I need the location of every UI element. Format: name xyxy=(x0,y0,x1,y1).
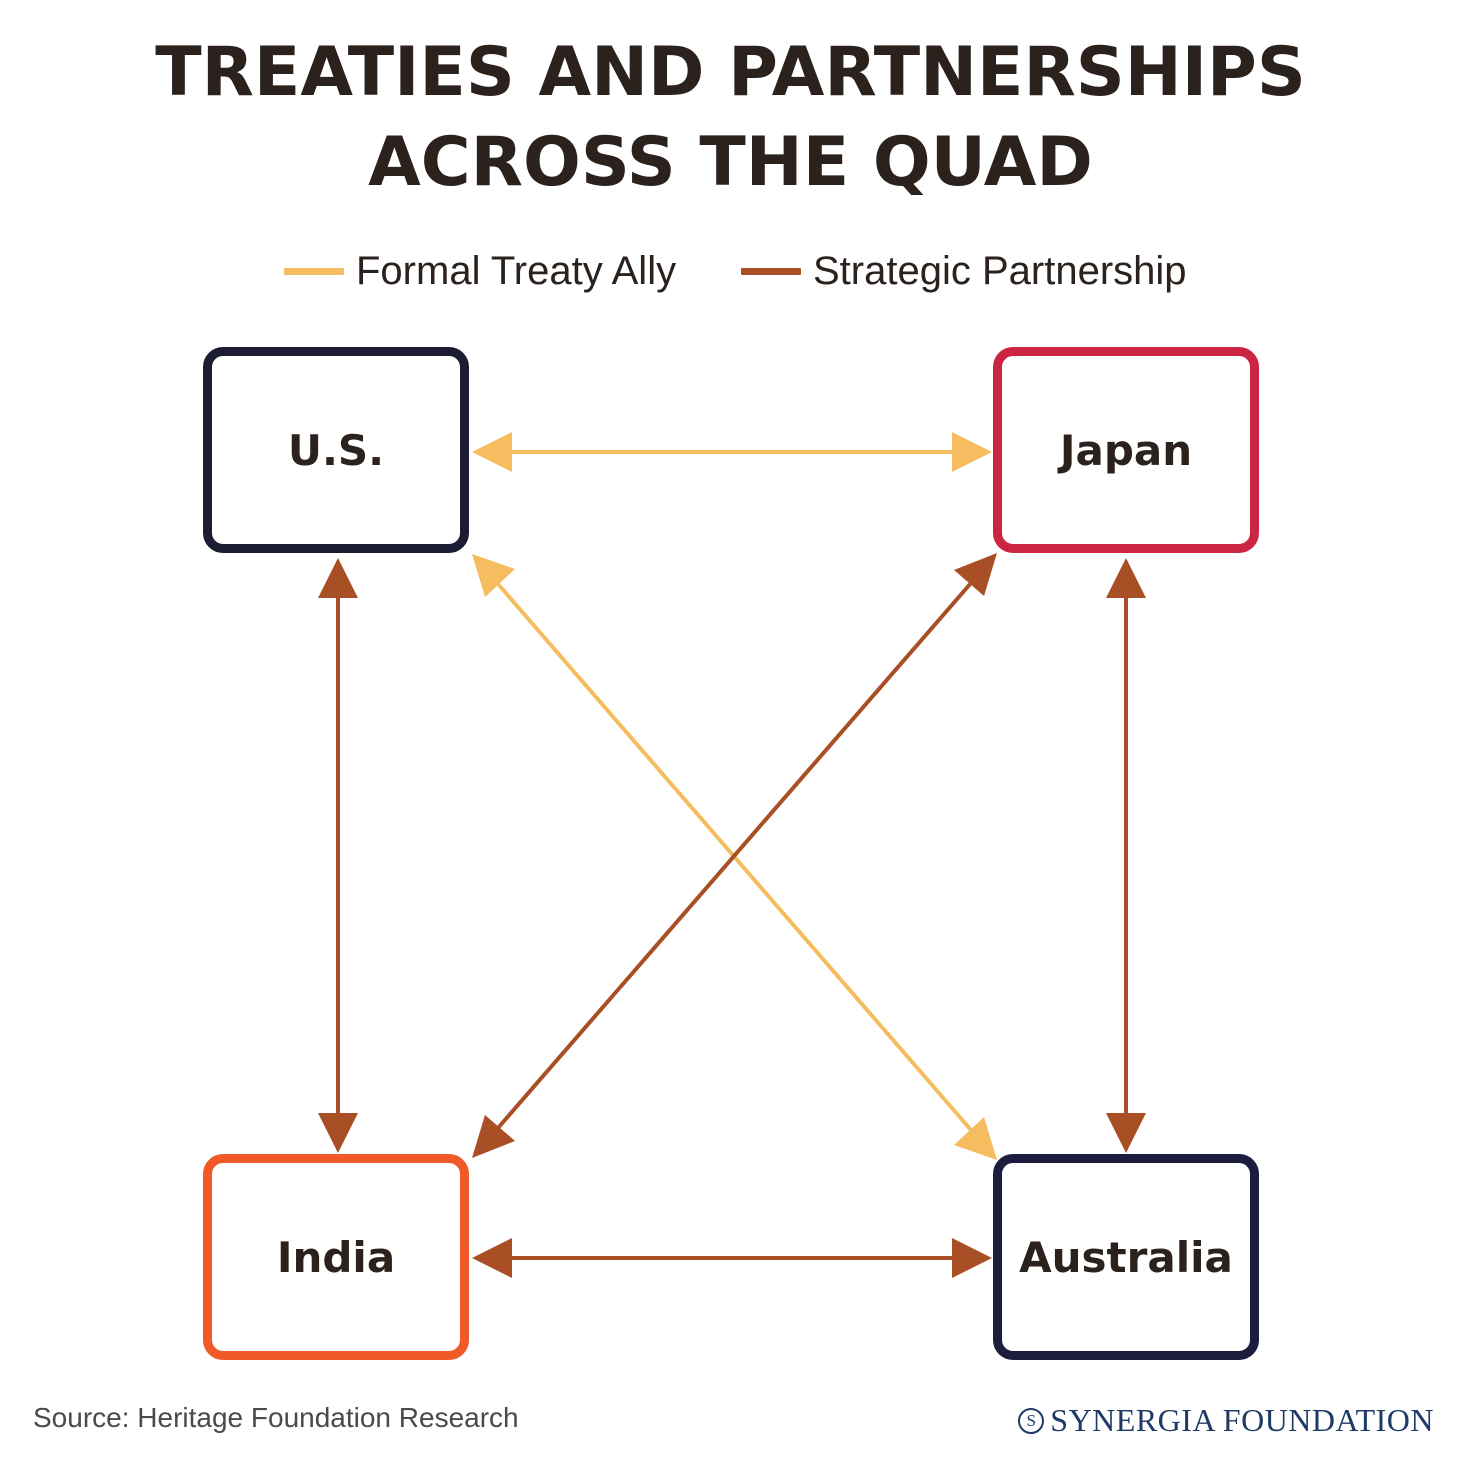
legend-item-treaty: Formal Treaty Ally xyxy=(284,246,676,296)
legend: Formal Treaty Ally Strategic Partnership xyxy=(0,246,1461,296)
source-note: Source: Heritage Foundation Research xyxy=(33,1402,519,1433)
legend-item-partnership: Strategic Partnership xyxy=(741,246,1187,296)
synergia-logo-text: SYNERGIA FOUNDATION xyxy=(1050,1402,1434,1438)
legend-label-treaty: Formal Treaty Ally xyxy=(356,248,677,293)
node-india: India xyxy=(203,1154,469,1360)
edge-us-india xyxy=(318,558,358,1153)
legend-swatch-partnership xyxy=(741,267,801,275)
title-line-2: ACROSS THE QUAD xyxy=(368,123,1093,202)
node-australia: Australia xyxy=(993,1154,1259,1360)
node-label-japan: Japan xyxy=(1059,425,1193,475)
edge-us-japan xyxy=(472,432,992,472)
node-label-australia: Australia xyxy=(1019,1232,1233,1282)
edge-japan-australia xyxy=(1106,558,1146,1153)
node-label-us: U.S. xyxy=(287,425,385,475)
title-line-1: TREATIES AND PARTNERSHIPS xyxy=(155,33,1306,112)
edge-japan-india xyxy=(472,553,997,1158)
edge-india-australia xyxy=(472,1238,992,1278)
node-label-india: India xyxy=(276,1232,396,1282)
legend-swatch-treaty xyxy=(284,267,344,275)
synergia-logo-mark-letter: S xyxy=(1026,1411,1036,1430)
synergia-logo-icon: S xyxy=(1018,1407,1045,1434)
diagram-title: TREATIES AND PARTNERSHIPS ACROSS THE QUA… xyxy=(0,28,1461,208)
node-us: U.S. xyxy=(203,347,469,553)
legend-label-partnership: Strategic Partnership xyxy=(813,248,1187,293)
synergia-logo: S SYNERGIA FOUNDATION xyxy=(1018,1402,1434,1439)
node-japan: Japan xyxy=(993,347,1259,553)
